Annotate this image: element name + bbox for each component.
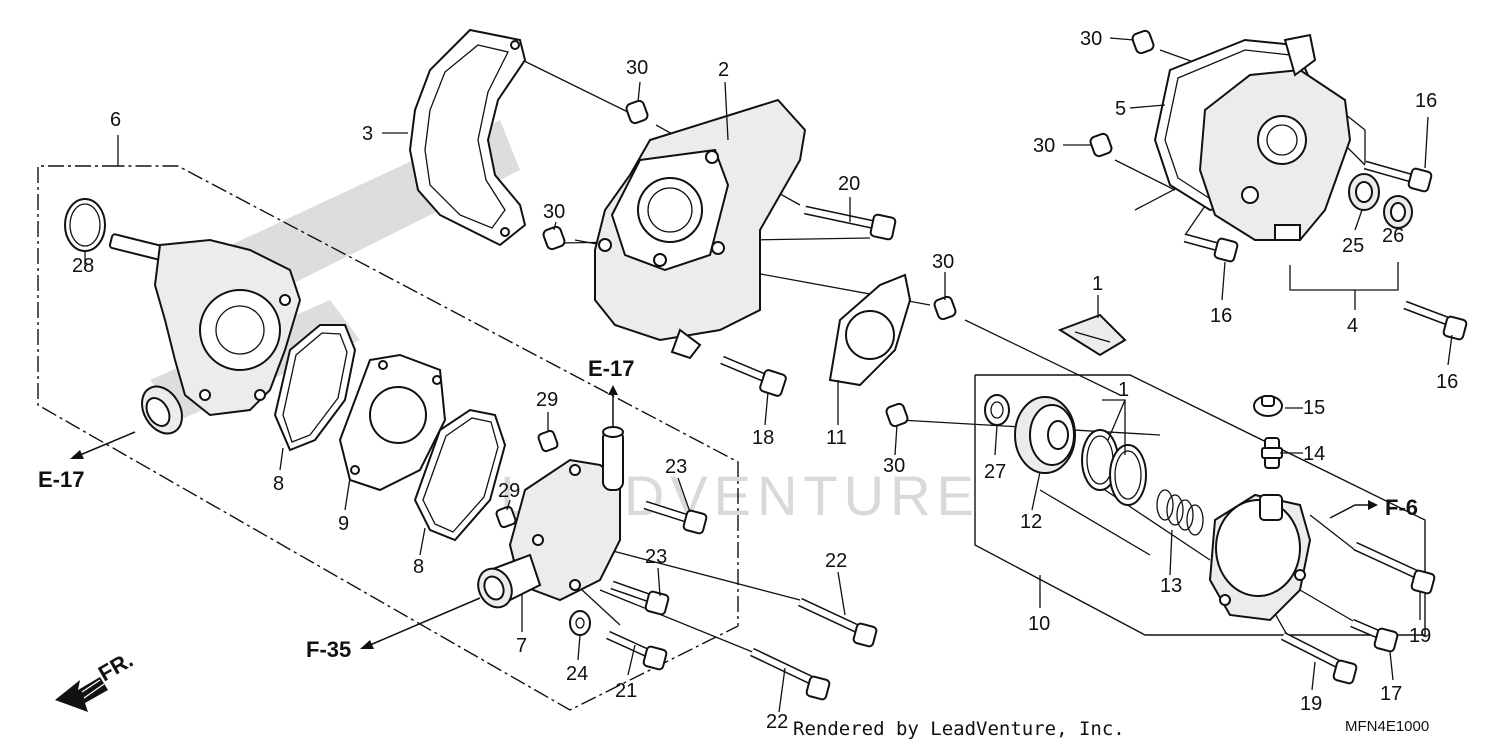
callout-21: 21: [615, 680, 637, 702]
part-16-bolt-middle: [1183, 233, 1239, 263]
assembly-box-cover: [974, 374, 1426, 636]
callout-23-a: 23: [665, 456, 687, 478]
part-23-bolt-upper: [643, 500, 708, 535]
part-27-washer: [984, 394, 1010, 426]
callout-29-a: 29: [536, 389, 558, 411]
callout-29-b: 29: [498, 480, 520, 502]
callout-28: 28: [72, 255, 94, 277]
part-17-bolt: [1350, 618, 1399, 653]
callout-30-a: 30: [626, 57, 648, 79]
part-1-plate: [1057, 313, 1127, 357]
part-28-o-ring: [64, 198, 106, 252]
callout-15: 15: [1303, 397, 1325, 419]
part-18-bolt: [720, 355, 787, 397]
callout-30-f: 30: [1033, 135, 1055, 157]
callout-16-b: 16: [1210, 305, 1232, 327]
callout-8-a: 8: [273, 473, 284, 495]
callout-23-b: 23: [645, 546, 667, 568]
callout-24: 24: [566, 663, 588, 685]
part-15-cap: [1253, 395, 1283, 417]
part-24-washer: [569, 610, 591, 636]
part-22-bolt-lower: [750, 647, 831, 701]
callout-19-b: 19: [1300, 693, 1322, 715]
callout-14: 14: [1303, 443, 1325, 465]
callout-30-c: 30: [932, 251, 954, 273]
callout-30-d: 30: [883, 455, 905, 477]
callout-12: 12: [1020, 511, 1042, 533]
callout-26: 26: [1382, 225, 1404, 247]
arrows: [55, 385, 1378, 712]
part-20-bolt: [804, 205, 897, 241]
ref-e17-left: E-17: [38, 467, 84, 492]
callout-9: 9: [338, 513, 349, 535]
part-30-dowel-e: [1131, 29, 1155, 55]
callout-5: 5: [1115, 98, 1126, 120]
part-1-seal-pair: [1081, 429, 1147, 506]
callout-22-b: 22: [766, 711, 788, 733]
callout-20: 20: [838, 173, 860, 195]
part-21-bolt: [606, 630, 668, 671]
callout-10: 10: [1028, 613, 1050, 635]
callout-6: 6: [110, 109, 121, 131]
part-2-cover: [594, 98, 807, 360]
callout-22-a: 22: [825, 550, 847, 572]
callout-1-a: 1: [1092, 273, 1103, 295]
callout-18: 18: [752, 427, 774, 449]
part-19-bolt-lower: [1280, 631, 1358, 685]
part-16-bolt-top: [1363, 160, 1433, 193]
part-9-gasket: [338, 353, 447, 492]
callout-1-b: 1: [1118, 379, 1129, 401]
part-4-cover: [1198, 33, 1352, 241]
callout-4: 4: [1347, 315, 1358, 337]
part-7-pump-cover: [477, 426, 624, 609]
callout-3: 3: [362, 123, 373, 145]
part-29-dowel-bottom: [495, 505, 517, 529]
callout-labels: 6 28 3 2 30 30 20 30 18 11 30 8 9 8 29 2…: [72, 28, 1458, 733]
callout-7: 7: [516, 635, 527, 657]
part-13-spring: [1156, 489, 1204, 536]
part-30-dowel-f: [1089, 132, 1113, 158]
part-8-o-ring-left: [273, 324, 357, 452]
part-29-dowel-top: [537, 429, 559, 453]
callout-17: 17: [1380, 683, 1402, 705]
diagram-code: MFN4E1000: [1345, 718, 1430, 735]
part-30-dowel-d: [885, 402, 909, 428]
callout-16-a: 16: [1415, 90, 1437, 112]
callout-11: 11: [826, 427, 847, 449]
part-23-bolt-lower: [610, 580, 670, 616]
part-10-cylinder: [1208, 493, 1312, 622]
part-26-seal: [1383, 195, 1413, 229]
part-12-piston: [1014, 396, 1076, 474]
part-8-o-ring-right: [413, 408, 507, 542]
ref-e17-center: E-17: [588, 356, 634, 381]
part-25-bearing: [1348, 173, 1380, 211]
ref-f6: F-6: [1385, 495, 1418, 520]
part-11-gasket: [828, 273, 912, 387]
callout-8-b: 8: [413, 556, 424, 578]
ref-f35: F-35: [306, 637, 351, 662]
part-30-dowel-b: [542, 225, 566, 251]
part-22-bolt-upper: [798, 597, 878, 648]
callout-16-c: 16: [1436, 371, 1458, 393]
callout-30-b: 30: [543, 201, 565, 223]
part-30-dowel-a: [625, 99, 649, 125]
part-30-dowel-c: [933, 295, 957, 321]
part-3-gasket: [408, 28, 527, 247]
part-14-bleeder: [1261, 437, 1283, 469]
callout-27: 27: [984, 461, 1006, 483]
callout-leaders: [84, 37, 1453, 713]
part-6-water-pump: [108, 233, 302, 435]
callout-19-a: 19: [1409, 625, 1431, 647]
part-16-bolt-bottom: [1403, 300, 1468, 341]
callout-30-e: 30: [1080, 28, 1102, 50]
callout-13: 13: [1160, 575, 1182, 597]
callout-2: 2: [718, 59, 729, 81]
part-19-bolt-upper: [1353, 541, 1436, 595]
callout-25: 25: [1342, 235, 1364, 257]
footer-credit: Rendered by LeadVenture, Inc.: [793, 718, 1125, 740]
